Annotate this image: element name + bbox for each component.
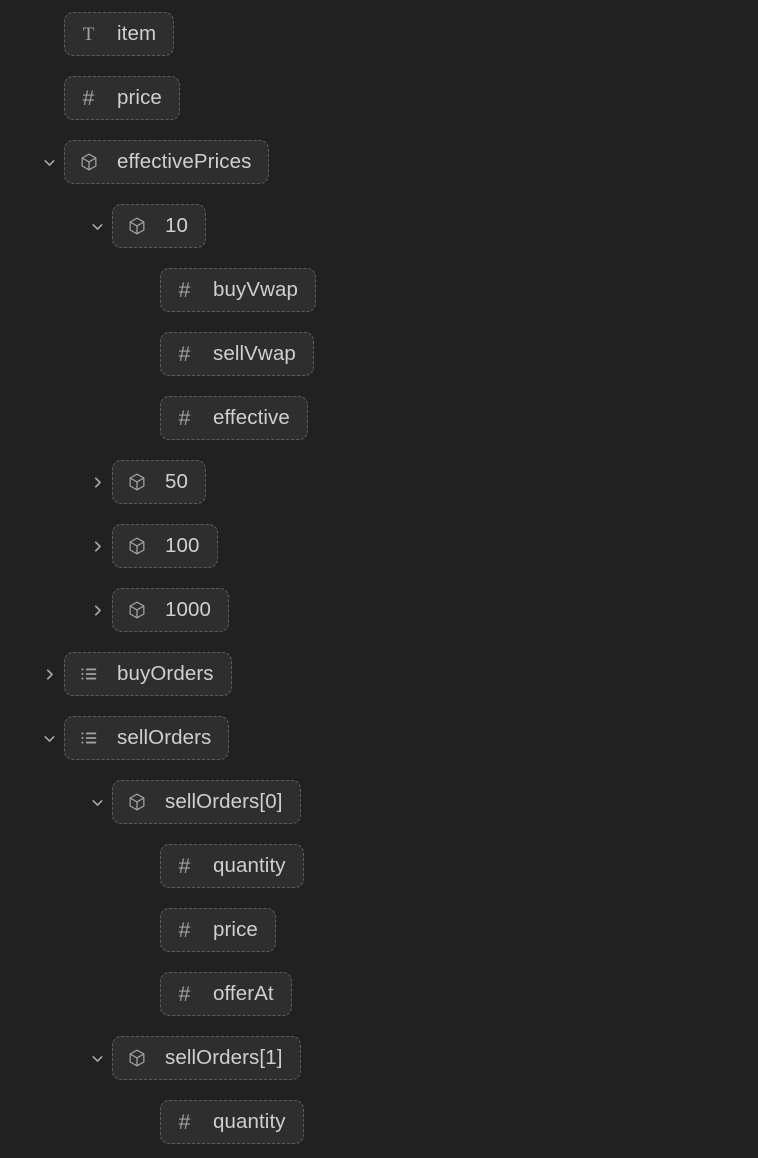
number-type-icon: #: [178, 854, 191, 878]
toggle-placeholder: [130, 972, 160, 1016]
tree-row: # quantity: [0, 1100, 304, 1144]
tree-node-label: quantity: [213, 1109, 286, 1133]
number-type-icon: #: [178, 1110, 191, 1134]
tree-row: # offerAt: [0, 972, 292, 1016]
tree-node-label: sellOrders[0]: [165, 789, 283, 813]
tree-node-chip[interactable]: sellOrders: [64, 716, 230, 760]
tree-node-chip[interactable]: # price: [160, 908, 276, 952]
list-icon: [78, 664, 99, 685]
chevron-down-icon[interactable]: [34, 140, 64, 184]
tree-node-chip[interactable]: effectivePrices: [64, 140, 270, 184]
tree-node-label: effective: [213, 405, 290, 429]
tree-row: 10: [0, 204, 207, 248]
tree-node-label: price: [213, 917, 258, 941]
tree-row: buyOrders: [0, 652, 232, 696]
tree-node-label: item: [117, 21, 157, 45]
tree-node-label: 1000: [165, 597, 212, 621]
tree-row: sellOrders[1]: [0, 1036, 301, 1080]
number-type-icon: #: [178, 342, 191, 366]
tree-node-label: buyOrders: [117, 661, 214, 685]
tree-node-chip[interactable]: 50: [112, 460, 207, 504]
tree-node-label: offerAt: [213, 981, 274, 1005]
toggle-placeholder: [130, 268, 160, 312]
string-type-icon: T: [82, 23, 95, 45]
toggle-placeholder: [130, 844, 160, 888]
toggle-placeholder: [130, 1100, 160, 1144]
tree-node-chip[interactable]: 10: [112, 204, 207, 248]
tree-row: # effective: [0, 396, 308, 440]
tree-node-label: price: [117, 85, 162, 109]
tree-node-label: 10: [165, 213, 189, 237]
tree-node-chip[interactable]: # sellVwap: [160, 332, 314, 376]
toggle-placeholder: [130, 908, 160, 952]
tree-node-chip[interactable]: 100: [112, 524, 218, 568]
tree-node-chip[interactable]: sellOrders[1]: [112, 1036, 301, 1080]
chevron-down-icon[interactable]: [82, 204, 112, 248]
cube-icon: [126, 792, 147, 813]
tree-node-chip[interactable]: # buyVwap: [160, 268, 317, 312]
tree-row: # sellVwap: [0, 332, 314, 376]
tree-node-chip[interactable]: buyOrders: [64, 652, 232, 696]
tree-node-label: 50: [165, 469, 189, 493]
tree-row: 50: [0, 460, 207, 504]
number-type-icon: #: [178, 918, 191, 942]
tree-node-chip[interactable]: # quantity: [160, 844, 304, 888]
chevron-right-icon[interactable]: [82, 588, 112, 632]
tree-row: # price: [0, 76, 180, 120]
tree-node-label: sellOrders: [117, 725, 212, 749]
cube-icon: [78, 152, 99, 173]
cube-icon: [126, 216, 147, 237]
chevron-down-icon[interactable]: [34, 716, 64, 760]
tree-node-chip[interactable]: 1000: [112, 588, 230, 632]
tree-row: # price: [0, 908, 276, 952]
number-type-icon: #: [178, 406, 191, 430]
chevron-down-icon[interactable]: [82, 1036, 112, 1080]
tree-node-chip[interactable]: # quantity: [160, 1100, 304, 1144]
toggle-placeholder: [130, 396, 160, 440]
tree-row: 1000: [0, 588, 230, 632]
chevron-down-icon[interactable]: [82, 780, 112, 824]
cube-icon: [126, 536, 147, 557]
tree-node-label: 100: [165, 533, 200, 557]
tree-row: 100: [0, 524, 218, 568]
tree-row: effectivePrices: [0, 140, 270, 184]
number-type-icon: #: [178, 982, 191, 1006]
tree-node-label: sellVwap: [213, 341, 296, 365]
tree-row: sellOrders[0]: [0, 780, 301, 824]
tree-node-label: buyVwap: [213, 277, 299, 301]
tree-row: # quantity: [0, 844, 304, 888]
number-type-icon: #: [178, 278, 191, 302]
tree-row: # buyVwap: [0, 268, 317, 312]
tree-row: sellOrders: [0, 716, 230, 760]
toggle-placeholder: [34, 12, 64, 56]
toggle-placeholder: [130, 332, 160, 376]
tree-node-label: effectivePrices: [117, 149, 252, 173]
list-icon: [78, 728, 99, 749]
tree-node-label: sellOrders[1]: [165, 1045, 283, 1069]
cube-icon: [126, 472, 147, 493]
tree-node-chip[interactable]: sellOrders[0]: [112, 780, 301, 824]
chevron-right-icon[interactable]: [82, 524, 112, 568]
cube-icon: [126, 600, 147, 621]
toggle-placeholder: [34, 76, 64, 120]
cube-icon: [126, 1048, 147, 1069]
chevron-right-icon[interactable]: [82, 460, 112, 504]
tree-node-label: quantity: [213, 853, 286, 877]
tree-node-chip[interactable]: # price: [64, 76, 180, 120]
tree-node-chip[interactable]: # effective: [160, 396, 308, 440]
number-type-icon: #: [82, 86, 95, 110]
tree-node-chip[interactable]: # offerAt: [160, 972, 292, 1016]
chevron-right-icon[interactable]: [34, 652, 64, 696]
